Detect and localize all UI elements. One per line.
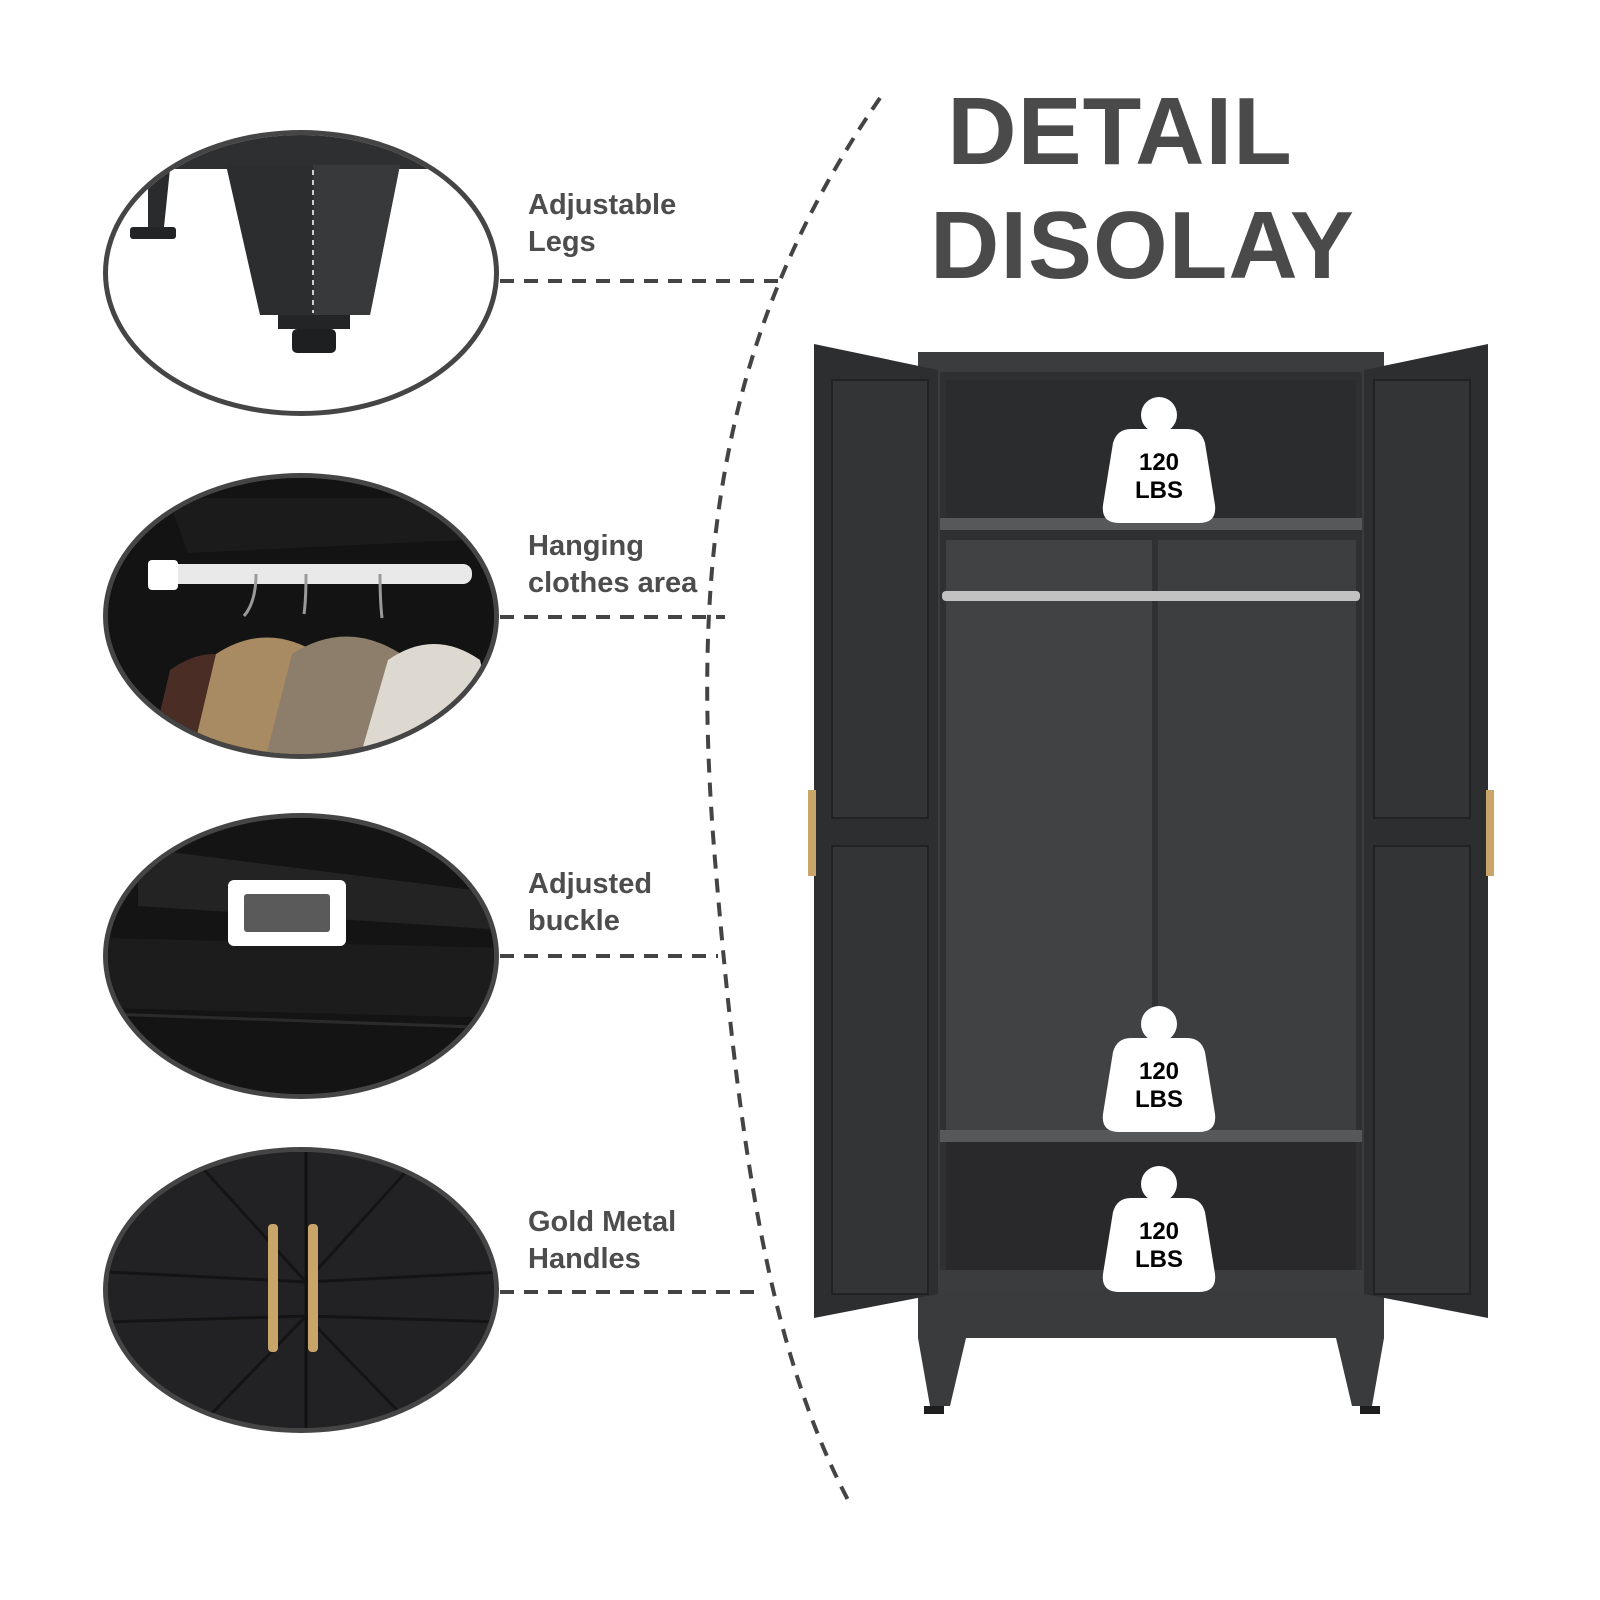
heading-line-1: DETAIL [947, 78, 1293, 185]
right-gold-handle-icon [308, 1224, 318, 1352]
weight-badge-base: 120 LBS [1101, 1166, 1217, 1296]
feature-buckle-line2: buckle [528, 905, 620, 937]
feature-legs-line2: Legs [528, 226, 596, 258]
feature-label-hanging: Hanging clothes area [528, 528, 697, 602]
feature-buckle-line1: Adjusted [528, 868, 653, 900]
weight-value: 120 [1138, 1058, 1180, 1085]
feature-label-buckle: Adjusted buckle [528, 866, 652, 940]
left-gold-handle-icon [268, 1224, 278, 1352]
weight-unit: LBS [1135, 1246, 1183, 1273]
feature-hanging-line2: clothes area [528, 567, 698, 599]
weight-unit: LBS [1135, 1086, 1183, 1113]
weight-value: 120 [1138, 449, 1180, 476]
hanging-rod-detail [103, 473, 499, 759]
feature-handles-line2: Handles [528, 1243, 641, 1275]
feature-legs-line1: Adjustable [528, 189, 677, 221]
weight-icon [1102, 1166, 1216, 1292]
weight-badge-bottom-shelf: 120 LBS [1101, 1006, 1217, 1136]
weight-unit: LBS [1135, 477, 1183, 504]
shelf-buckle-detail [103, 813, 499, 1099]
weight-value: 120 [1138, 1218, 1180, 1245]
weight-badge-top-shelf: 120 LBS [1101, 397, 1217, 527]
feature-label-handles: Gold Metal Handles [528, 1204, 676, 1278]
gold-handles-detail [103, 1147, 499, 1433]
feature-hanging-line1: Hanging [528, 530, 644, 562]
weight-icon [1102, 397, 1216, 523]
heading-line-2: DISOLAY [930, 192, 1355, 299]
feature-handles-line1: Gold Metal [528, 1206, 677, 1238]
weight-icon [1102, 1006, 1216, 1132]
adjustable-leg-detail [103, 130, 499, 416]
feature-label-legs: Adjustable Legs [528, 187, 676, 261]
